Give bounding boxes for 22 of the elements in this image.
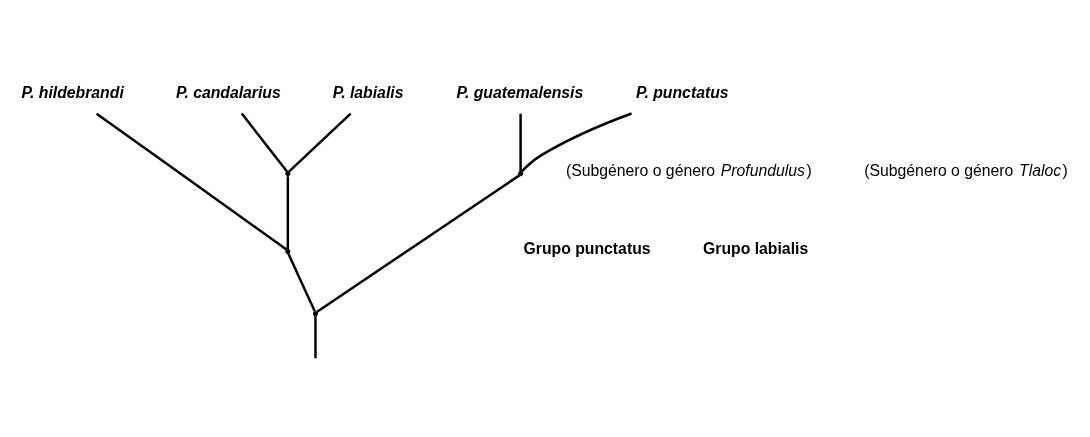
connector (288, 112, 352, 173)
node-text: P. guatemalensis (456, 84, 584, 102)
node-point (517, 171, 524, 177)
node-point (285, 171, 291, 177)
node-point (285, 248, 291, 255)
connector (316, 174, 521, 313)
node-text: P. labialis (332, 84, 404, 102)
connector (519, 113, 522, 172)
label: (Subgénero o género Profundulus) (565, 162, 812, 180)
node-text: P. punctatus (635, 84, 729, 102)
label: Grupo labialis (703, 240, 809, 258)
connector (286, 176, 290, 250)
connector (95, 112, 288, 251)
node-point (312, 311, 319, 317)
node-text: P. candalarius (175, 84, 281, 102)
label: (Subgénero o género Tlaloc) (864, 162, 1068, 180)
connector (287, 253, 316, 312)
connector (314, 316, 317, 359)
label: Grupo punctatus (523, 240, 651, 258)
node-text: P. hildebrandi (21, 84, 124, 102)
connector (240, 112, 288, 173)
connector (520, 112, 632, 173)
